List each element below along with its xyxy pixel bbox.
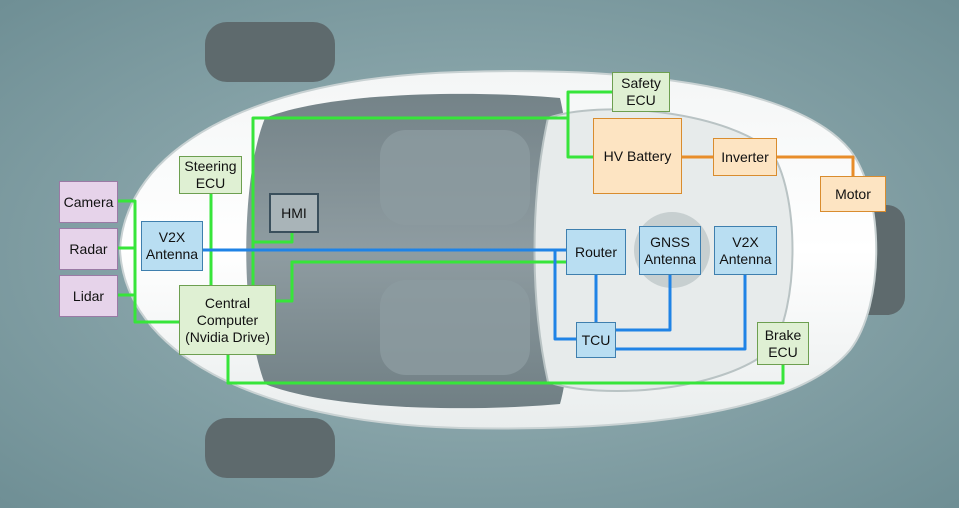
brake-ecu-box: Brake ECU	[757, 322, 809, 365]
v2x-antenna-left-box: V2X Antenna	[141, 221, 203, 271]
safety-ecu-box: Safety ECU	[612, 72, 670, 112]
inverter-box: Inverter	[713, 138, 777, 176]
router-to-tcu-line	[548, 248, 576, 341]
inverter-to-motor-line	[777, 155, 855, 176]
gnss-antenna-box: GNSS Antenna	[639, 226, 701, 275]
central-to-brake-line	[226, 355, 785, 385]
router-box: Router	[566, 229, 626, 275]
hmi-box: HMI	[269, 193, 319, 233]
central-computer-box: Central Computer (Nvidia Drive)	[179, 285, 276, 355]
v2x-antenna-right-box: V2X Antenna	[714, 226, 777, 275]
seat-left	[380, 130, 530, 225]
central-to-router-line	[276, 260, 566, 303]
safety-to-battery-line	[566, 118, 593, 159]
hv-battery-box: HV Battery	[593, 118, 682, 194]
lidar-box: Lidar	[59, 275, 118, 317]
tcu-box: TCU	[576, 322, 616, 358]
v2x-right-to-tcu-line	[616, 275, 747, 351]
radar-box: Radar	[59, 228, 118, 270]
steering-ecu-box: Steering ECU	[179, 156, 242, 194]
wheel-front-right	[205, 418, 335, 478]
safety-to-central-line	[251, 90, 612, 285]
hmi-to-central-line	[253, 233, 294, 244]
motor-box: Motor	[820, 176, 886, 212]
gnss-to-tcu-line	[616, 275, 672, 332]
camera-box: Camera	[59, 181, 118, 223]
wheel-front-left	[205, 22, 335, 82]
seat-right	[380, 280, 530, 375]
camera-to-central-line	[117, 199, 180, 324]
